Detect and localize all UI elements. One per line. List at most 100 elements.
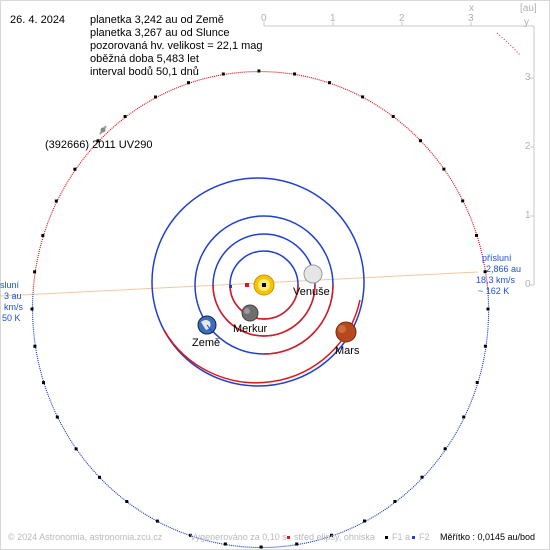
legend-f2: F2 <box>419 532 430 542</box>
orbit-dot <box>368 100 370 102</box>
date-label: 26. 4. 2024 <box>10 14 66 26</box>
orbit-dot <box>38 364 40 366</box>
orbit-dot <box>107 485 109 487</box>
orbit-dot <box>311 541 313 543</box>
orbit-dot <box>471 220 473 222</box>
orbit-dot <box>451 439 453 441</box>
orbit-dot <box>280 546 282 548</box>
orbit-dot <box>442 452 444 454</box>
orbit-dot <box>418 138 420 140</box>
orbit-position-marker <box>483 270 487 274</box>
orbit-dot <box>142 104 144 106</box>
orbit-dot <box>99 138 101 140</box>
orbit-dot <box>51 211 53 213</box>
orbit-dot <box>410 131 412 133</box>
orbit-dot <box>182 532 184 534</box>
orbit-dot <box>309 541 311 543</box>
orbit-dot <box>332 534 334 536</box>
orbit-dot <box>367 519 369 521</box>
orbit-dot <box>33 279 35 281</box>
orbit-dot <box>177 86 179 88</box>
orbit-dot <box>59 195 61 197</box>
orbit-dot <box>409 129 411 131</box>
orbit-dot <box>441 454 443 456</box>
orbit-dot <box>127 115 129 117</box>
orbit-dot <box>145 102 147 104</box>
orbit-dot <box>207 540 209 542</box>
orbit-dot <box>68 179 70 181</box>
orbit-dot <box>39 368 41 370</box>
orbit-dot <box>222 543 224 545</box>
orbit-dot <box>376 514 378 516</box>
orbit-dot <box>101 137 103 139</box>
aphelion-distance: 3 au <box>4 291 22 301</box>
orbit-dot <box>418 480 420 482</box>
copyright-link[interactable]: © 2024 Astronomia, astronomia.zcu.cz <box>8 532 163 542</box>
orbit-position-marker <box>442 167 446 171</box>
orbit-dot <box>77 450 79 452</box>
orbit-dot <box>353 526 355 528</box>
orbit-dot <box>143 103 145 105</box>
orbit-dot <box>34 275 36 277</box>
orbit-dot <box>40 372 42 374</box>
orbit-position-marker <box>74 447 78 451</box>
orbit-dot <box>310 77 312 79</box>
orbit-dot <box>215 542 217 544</box>
orbit-position-marker <box>419 139 422 143</box>
orbit-dot <box>339 86 341 88</box>
orbit-dot <box>79 453 81 455</box>
orbit-dot <box>345 529 347 531</box>
orbit-position-marker <box>55 415 59 419</box>
orbit-dot <box>377 105 379 107</box>
orbit-dot <box>344 530 346 532</box>
orbit-dot <box>67 180 69 182</box>
orbit-dot <box>294 544 296 546</box>
orbit-dot <box>80 455 82 457</box>
orbit-dot <box>474 390 476 392</box>
orbit-dot <box>167 526 169 528</box>
orbit-dot <box>387 506 389 508</box>
orbit-dot <box>220 543 222 545</box>
orbit-dot <box>413 486 415 488</box>
orbit-dot <box>438 161 440 163</box>
orbit-dot <box>481 365 483 367</box>
orbit-dot <box>66 182 68 184</box>
y-tick-label: 0 <box>525 279 531 290</box>
orbit-dot <box>475 387 477 389</box>
orbit-dot <box>52 209 54 211</box>
orbit-dot <box>255 71 257 73</box>
orbit-dot <box>487 319 489 321</box>
orbit-dot <box>226 544 228 546</box>
orbit-dot <box>474 228 476 230</box>
orbit-dot <box>466 410 468 412</box>
orbit-dot <box>32 298 34 300</box>
orbit-dot <box>469 404 471 406</box>
orbit-dot <box>86 463 88 465</box>
info-line-period: oběžná doba 5,483 let <box>90 53 199 65</box>
orbit-dot <box>472 222 474 224</box>
orbit-dot <box>486 284 488 286</box>
orbit-dot <box>406 127 408 129</box>
orbit-dot <box>425 145 427 147</box>
aphelion-label: sluní <box>0 280 20 290</box>
orbit-dot <box>464 205 466 207</box>
orbit-dot <box>479 243 481 245</box>
orbit-position-marker <box>33 344 37 348</box>
orbit-dot <box>136 508 138 510</box>
orbit-dot <box>268 546 270 548</box>
orbit-dot <box>112 489 114 491</box>
orbit-dot <box>487 288 489 290</box>
orbit-dot <box>475 232 477 234</box>
orbit-dot <box>46 223 48 225</box>
orbit-dot <box>155 519 157 521</box>
focus-marker <box>229 285 232 288</box>
orbit-dot <box>81 456 83 458</box>
orbit-dot <box>460 195 462 197</box>
orbit-dot <box>236 545 238 547</box>
orbit-dot <box>486 336 488 338</box>
orbit-dot <box>366 99 368 101</box>
orbit-dot <box>364 98 366 100</box>
orbit-dot <box>427 471 429 473</box>
orbit-dot <box>480 249 482 251</box>
